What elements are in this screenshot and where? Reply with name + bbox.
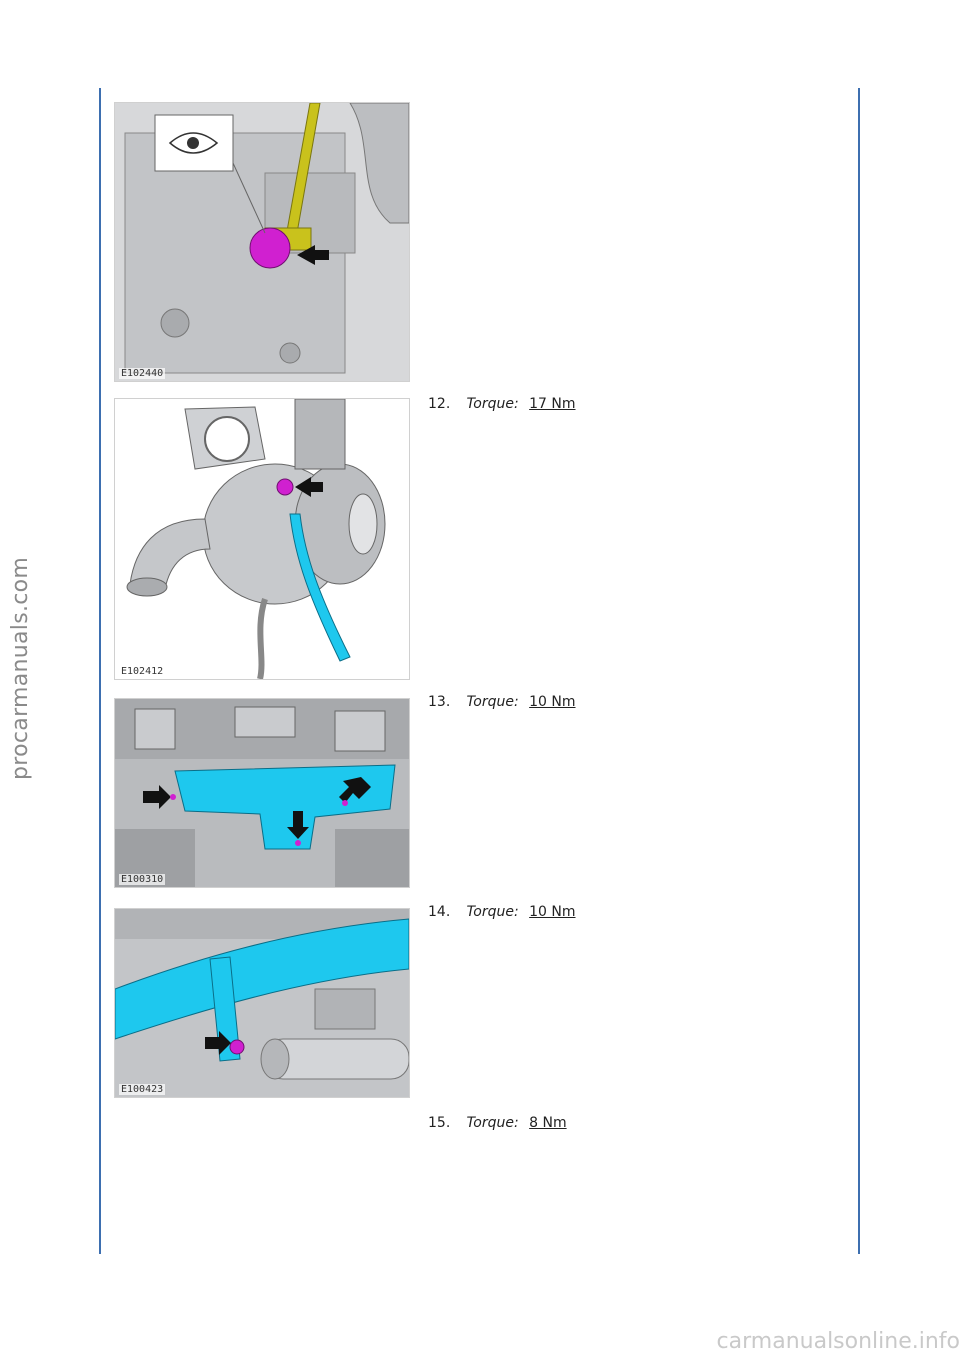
torque-label: Torque: bbox=[466, 396, 519, 412]
step-14: 14. Torque: 10 Nm bbox=[428, 904, 576, 920]
right-margin-rule bbox=[858, 88, 860, 1254]
torque-value-link[interactable]: 8 Nm bbox=[529, 1115, 567, 1131]
torque-value-link[interactable]: 10 Nm bbox=[529, 694, 576, 710]
step-number: 14. bbox=[428, 904, 451, 920]
bottom-watermark: carmanualsonline.info bbox=[716, 1329, 960, 1354]
side-watermark: procarmanuals.com bbox=[8, 556, 33, 780]
torque-label: Torque: bbox=[466, 904, 519, 920]
figure-exhaust-pipe-bracket: E100423 bbox=[114, 908, 410, 1098]
figure-turbocharger: E102412 bbox=[114, 398, 410, 680]
step-15: 15. Torque: 8 Nm bbox=[428, 1115, 567, 1131]
figure-code: E102412 bbox=[119, 666, 166, 677]
heat-shield-illustration bbox=[115, 699, 409, 887]
step-number: 15. bbox=[428, 1115, 451, 1131]
torque-value-link[interactable]: 10 Nm bbox=[529, 904, 576, 920]
left-margin-rule bbox=[99, 88, 101, 1254]
torque-label: Torque: bbox=[466, 1115, 519, 1131]
step-number: 13. bbox=[428, 694, 451, 710]
figure-code: E100310 bbox=[119, 874, 166, 885]
torque-value-link[interactable]: 17 Nm bbox=[529, 396, 576, 412]
step-12: 12. Torque: 17 Nm bbox=[428, 396, 576, 412]
figure-code: E100423 bbox=[119, 1084, 166, 1095]
figure-engine-drain-plug: E102440 bbox=[114, 102, 410, 382]
step-number: 12. bbox=[428, 396, 451, 412]
step-13: 13. Torque: 10 Nm bbox=[428, 694, 576, 710]
engine-drain-plug-illustration bbox=[115, 103, 409, 381]
exhaust-pipe-bracket-illustration bbox=[115, 909, 409, 1097]
turbocharger-illustration bbox=[115, 399, 409, 679]
figure-code: E102440 bbox=[119, 368, 166, 379]
torque-label: Torque: bbox=[466, 694, 519, 710]
figure-heat-shield: E100310 bbox=[114, 698, 410, 888]
